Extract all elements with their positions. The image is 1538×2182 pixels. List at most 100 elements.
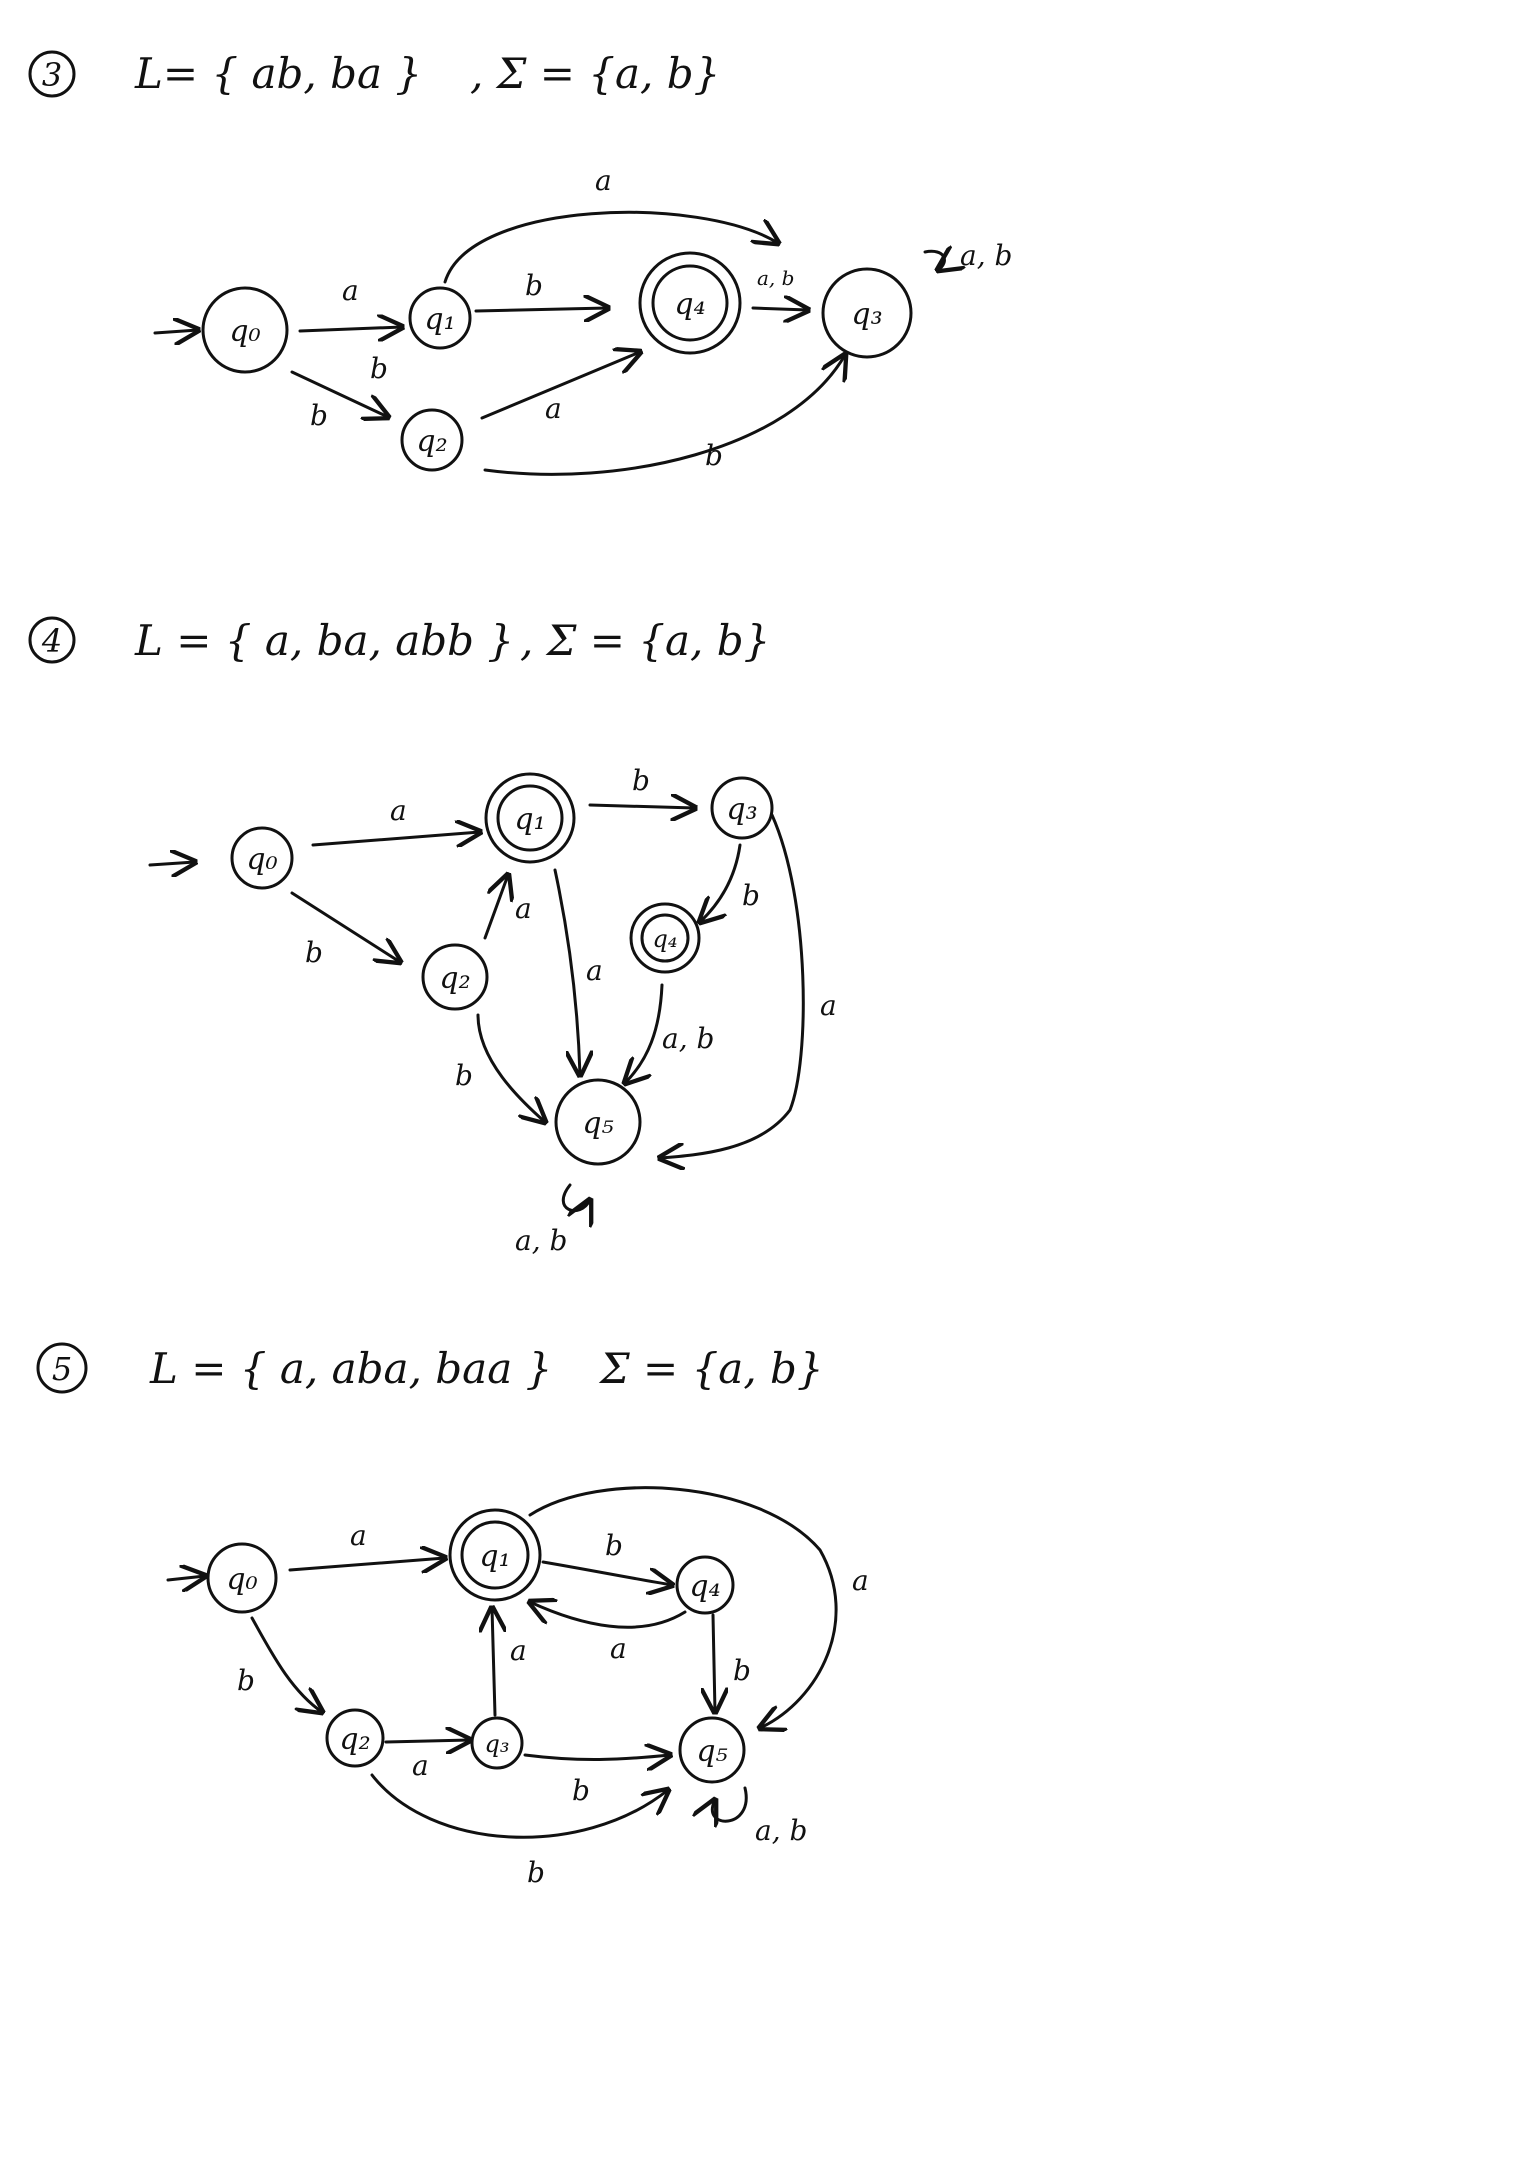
- svg-text:q₁: q₁: [424, 302, 455, 337]
- problem-number-circle: [36, 1342, 88, 1394]
- edge-q2-q3: [384, 1740, 470, 1742]
- edge-q3-q5: [523, 1755, 670, 1760]
- language-definition: L = { a, ba, abb }: [134, 616, 514, 665]
- problem-number: 5: [52, 1350, 72, 1388]
- edge-q3-q4: [700, 843, 742, 922]
- svg-text:q₁: q₁: [514, 802, 545, 837]
- edge-q0-q2: [290, 370, 388, 417]
- edge-q4-q5: [625, 983, 664, 1083]
- start-arrow: [166, 1576, 205, 1580]
- state-q4-accepting: q₄: [629, 902, 701, 974]
- start-arrow: [153, 330, 198, 333]
- svg-text:q₀: q₀: [226, 1562, 257, 1597]
- edge-q2-q1: [483, 875, 508, 940]
- edge-q0-q1: [298, 327, 402, 331]
- problem-4: 4 L = { a, ba, abb } , Σ = {a, b} q₀ q₁ …: [28, 616, 837, 1257]
- edge-q4-q3: [751, 308, 808, 310]
- problem-number: 3: [42, 56, 62, 94]
- problem-3: 3 L= { ab, ba } , Σ = {a, b} q₀ q₁ q₂ q₄…: [28, 49, 1012, 476]
- alphabet-definition: , Σ = {a, b}: [470, 49, 720, 98]
- edge-label-q0-q1: a: [350, 1519, 367, 1552]
- edge-q1-q5: [528, 1486, 838, 1728]
- edge-label-q4-q1: a: [610, 1632, 627, 1665]
- edge-q2-q5: [370, 1773, 668, 1839]
- self-loop-q5: [561, 1183, 590, 1211]
- svg-text:q₄: q₄: [674, 287, 705, 322]
- start-arrow: [148, 862, 195, 865]
- edge-label-q2-q5: b: [527, 1856, 545, 1889]
- svg-text:q₅: q₅: [582, 1106, 613, 1141]
- problem-number-circle: [28, 616, 76, 664]
- state-q2: q₂: [400, 408, 464, 472]
- state-q0: q₀: [230, 826, 294, 890]
- edge-label-q5-loop: a, b: [755, 1814, 807, 1847]
- state-q1-accepting: q₁: [448, 1508, 542, 1602]
- state-q2: q₂: [421, 943, 489, 1011]
- edge-label-q2-q1: a: [515, 892, 532, 925]
- edge-label-q1-q4: b: [525, 269, 543, 302]
- language-definition: L= { ab, ba }: [134, 49, 422, 98]
- svg-text:q₅: q₅: [696, 1734, 727, 1769]
- state-q0: q₀: [201, 286, 289, 374]
- edge-q4-q5: [713, 1613, 715, 1712]
- edge-q0-q1: [311, 832, 480, 845]
- edge-label-q4-q5: a, b: [662, 1022, 714, 1055]
- edge-label-q2-q3: b: [705, 439, 723, 472]
- edge-q1-q3: [588, 805, 695, 808]
- svg-text:q₃: q₃: [485, 1730, 510, 1758]
- alphabet-definition: Σ = {a, b}: [598, 1344, 824, 1393]
- edge-q0-q1: [288, 1558, 445, 1570]
- alphabet-definition: , Σ = {a, b}: [520, 616, 770, 665]
- svg-text:q₂: q₂: [439, 961, 470, 996]
- edge-label-q0-q2: b: [237, 1664, 255, 1697]
- svg-text:q₂: q₂: [416, 424, 447, 459]
- edge-label-q3-q5: b: [572, 1774, 590, 1807]
- problem-number: 4: [41, 622, 62, 660]
- edge-q4-q1: [530, 1602, 687, 1629]
- language-definition: L = { a, aba, baa }: [149, 1344, 552, 1393]
- edge-label-q0-q1: a: [342, 274, 359, 307]
- svg-text:q₄: q₄: [689, 1569, 720, 1604]
- state-q3: q₃: [821, 267, 913, 359]
- edge-label-q2-q3: a: [412, 1749, 429, 1782]
- svg-text:q₃: q₃: [726, 792, 757, 827]
- edge-label-q0-q2: b: [310, 399, 328, 432]
- problem-number-circle: [28, 50, 76, 98]
- edge-label-q3-q5: a: [820, 989, 837, 1022]
- edge-label-q2-q5: b: [455, 1059, 473, 1092]
- state-q1: q₁: [408, 286, 472, 350]
- edge-label-extra-b: b: [370, 352, 388, 385]
- edge-q3-q5: [660, 813, 805, 1158]
- edge-q1-q3: [443, 210, 778, 284]
- svg-text:q₀: q₀: [229, 314, 260, 349]
- state-q4-accepting: q₄: [638, 251, 742, 355]
- state-q3: q₃: [710, 776, 774, 840]
- edge-q0-q2: [250, 1616, 322, 1712]
- state-q1-accepting: q₁: [484, 772, 576, 864]
- edge-label-q3-q1: a: [510, 1634, 527, 1667]
- svg-text:q₃: q₃: [851, 297, 882, 332]
- edge-label-q5-loop: a, b: [515, 1224, 567, 1257]
- edge-q2-q5: [476, 1013, 545, 1122]
- edge-label-q1-q4: b: [605, 1529, 623, 1562]
- svg-text:q₀: q₀: [246, 842, 277, 877]
- edge-q1-q5: [553, 868, 580, 1075]
- edge-q2-q4: [480, 352, 640, 420]
- edge-label-q4-q5: b: [733, 1654, 751, 1687]
- edge-label-q3-q4: b: [742, 879, 760, 912]
- state-q3: q₃: [470, 1716, 524, 1770]
- edge-q3-q1: [492, 1608, 495, 1717]
- edge-label-q2-q4: a: [545, 392, 562, 425]
- edge-label-q1-q5: a: [586, 954, 603, 987]
- state-q5: q₅: [554, 1078, 642, 1166]
- edge-label-q0-q1: a: [390, 794, 407, 827]
- edge-label-q1-q3: b: [632, 764, 650, 797]
- state-q2: q₂: [325, 1708, 385, 1768]
- self-loop-q3: [923, 251, 944, 270]
- self-loop-q5: [712, 1786, 748, 1821]
- state-q4: q₄: [675, 1555, 735, 1615]
- svg-text:q₂: q₂: [339, 1722, 370, 1757]
- edge-q0-q2: [290, 891, 400, 962]
